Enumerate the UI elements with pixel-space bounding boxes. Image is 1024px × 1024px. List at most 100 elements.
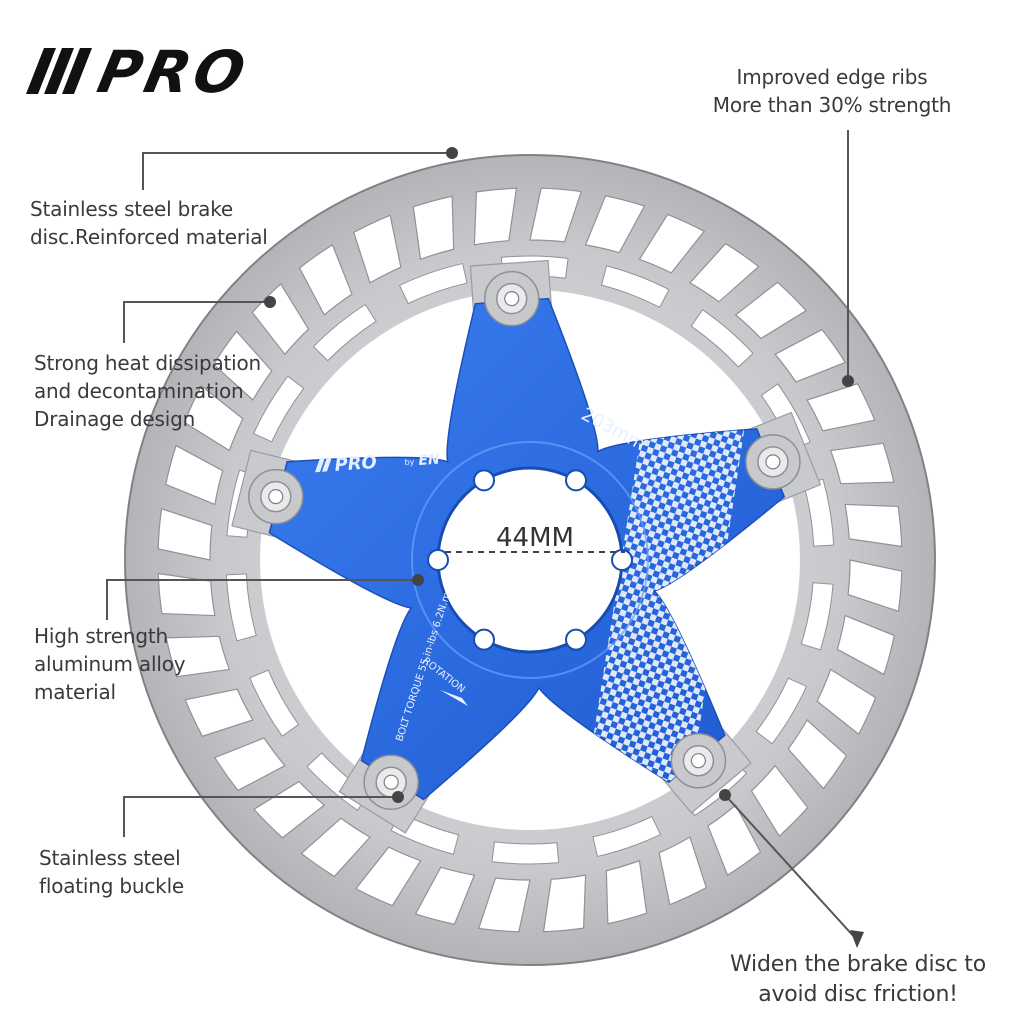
vent-hole [605, 859, 648, 925]
vent-hole [844, 503, 903, 548]
vent-hole [584, 195, 646, 254]
spider-brand-mark: PRO by EN [314, 452, 441, 476]
inner-slot [252, 375, 305, 443]
inner-slot [600, 265, 670, 309]
leader-heat-dissipation [123, 301, 270, 343]
brand-logo: PRO [26, 39, 255, 106]
callout-heat-dissipation-line3: Drainage design [34, 407, 196, 431]
hub-bolt-holes [427, 469, 633, 651]
hub-bolt-hole [565, 628, 587, 651]
vent-hole [774, 328, 847, 383]
callout-stainless-material-line2: disc.Reinforced material [30, 225, 268, 249]
vent-hole [542, 874, 587, 933]
inner-slot [249, 669, 300, 737]
vent-hole [213, 737, 286, 792]
callout-aluminum: High strength aluminum alloy material [34, 622, 186, 706]
arrowhead-icon [850, 930, 864, 948]
inner-slot [803, 478, 835, 547]
vent-hole [157, 507, 213, 561]
callout-heat-dissipation-line1: Strong heat dissipation [34, 351, 262, 375]
callout-widen-disc: Widen the brake disc to avoid disc frict… [720, 950, 996, 1010]
buckle-hole [690, 753, 707, 769]
leader-aluminum [106, 579, 418, 620]
inner-slot [592, 815, 662, 858]
vent-hole [787, 719, 848, 790]
vent-hole [354, 846, 422, 907]
vent-hole [829, 442, 895, 485]
hub-center-hole [436, 466, 624, 654]
vent-hole [353, 214, 402, 284]
buckle-hole [765, 454, 781, 470]
center-diameter-label: 44MM [496, 523, 574, 553]
vent-hole [638, 213, 706, 274]
vent-hole [734, 281, 808, 340]
brand-logo-text: PRO [92, 39, 255, 106]
inner-slot [225, 573, 257, 642]
vent-hole [816, 668, 877, 736]
vent-hole [412, 195, 455, 261]
vent-hole [165, 444, 224, 506]
vent-hole [477, 877, 531, 933]
leader-stainless-material [142, 152, 452, 190]
vent-hole [836, 614, 895, 676]
spider-maker-text: EN [418, 452, 441, 469]
vent-hole [165, 635, 231, 678]
inner-slot [690, 309, 754, 368]
callout-edge-ribs: Improved edge ribs More than 30% strengt… [712, 63, 952, 119]
hub-bolt-hole [473, 469, 495, 492]
inner-slot [491, 841, 560, 865]
checker-pattern [585, 425, 745, 790]
hub-bolt-hole [611, 549, 633, 571]
checker-fill [585, 425, 745, 790]
vent-hole [658, 836, 707, 906]
callout-edge-ribs-line1: Improved edge ribs [736, 65, 928, 89]
leader-floating-buckle [123, 796, 398, 837]
vent-hole [847, 559, 903, 613]
checker-band [585, 425, 745, 790]
hub-ring [411, 441, 649, 679]
inner-slot [800, 582, 834, 651]
spider-brand-text: PRO [334, 452, 378, 476]
spider-by-text: by [404, 457, 415, 467]
inner-slot [312, 303, 377, 362]
callout-floating-buckle: Stainless steel floating buckle [39, 844, 184, 900]
vent-hole [157, 572, 216, 617]
callout-aluminum-line3: material [34, 680, 116, 704]
hub-bolt-hole [473, 628, 495, 651]
inner-slot [755, 677, 808, 745]
callout-floating-buckle-line1: Stainless steel [39, 846, 181, 870]
vent-hole [184, 688, 254, 737]
vent-hole [414, 866, 476, 925]
callout-aluminum-line2: aluminum alloy [34, 652, 186, 676]
vent-hole [750, 764, 809, 838]
vent-hole [473, 187, 518, 246]
vent-hole [298, 243, 353, 316]
leader-lines [106, 130, 858, 941]
callout-stainless-material: Stainless steel brake disc.Reinforced ma… [30, 195, 268, 251]
inner-slot [398, 262, 468, 305]
rotation-arrow-icon [440, 690, 468, 706]
vent-hole [529, 187, 583, 243]
callout-floating-buckle-line2: floating buckle [39, 874, 185, 898]
vent-hole [707, 804, 762, 877]
callout-stainless-material-line1: Stainless steel brake [30, 197, 234, 221]
vent-hole [212, 330, 273, 401]
hub-bolt-hole [565, 469, 587, 492]
vent-hole [300, 817, 371, 878]
buckle-hole [383, 774, 399, 790]
callout-widen-disc-line2: avoid disc friction! [758, 982, 958, 1007]
buckle-hole [504, 291, 520, 307]
callout-heat-dissipation: Strong heat dissipation and decontaminat… [34, 349, 261, 433]
leader-widen-disc [724, 794, 858, 941]
callout-edge-ribs-line2: More than 30% strength [712, 93, 952, 117]
leader-dots [264, 147, 854, 803]
vent-hole [806, 383, 876, 432]
callout-widen-disc-line1: Widen the brake disc to [729, 952, 986, 977]
floating-buckles [248, 270, 801, 810]
vent-hole [689, 242, 760, 303]
hub-bolt-hole [427, 549, 449, 571]
buckle-hole [268, 489, 284, 505]
vent-hole [183, 384, 244, 452]
callout-heat-dissipation-line2: and decontamination [34, 379, 244, 403]
